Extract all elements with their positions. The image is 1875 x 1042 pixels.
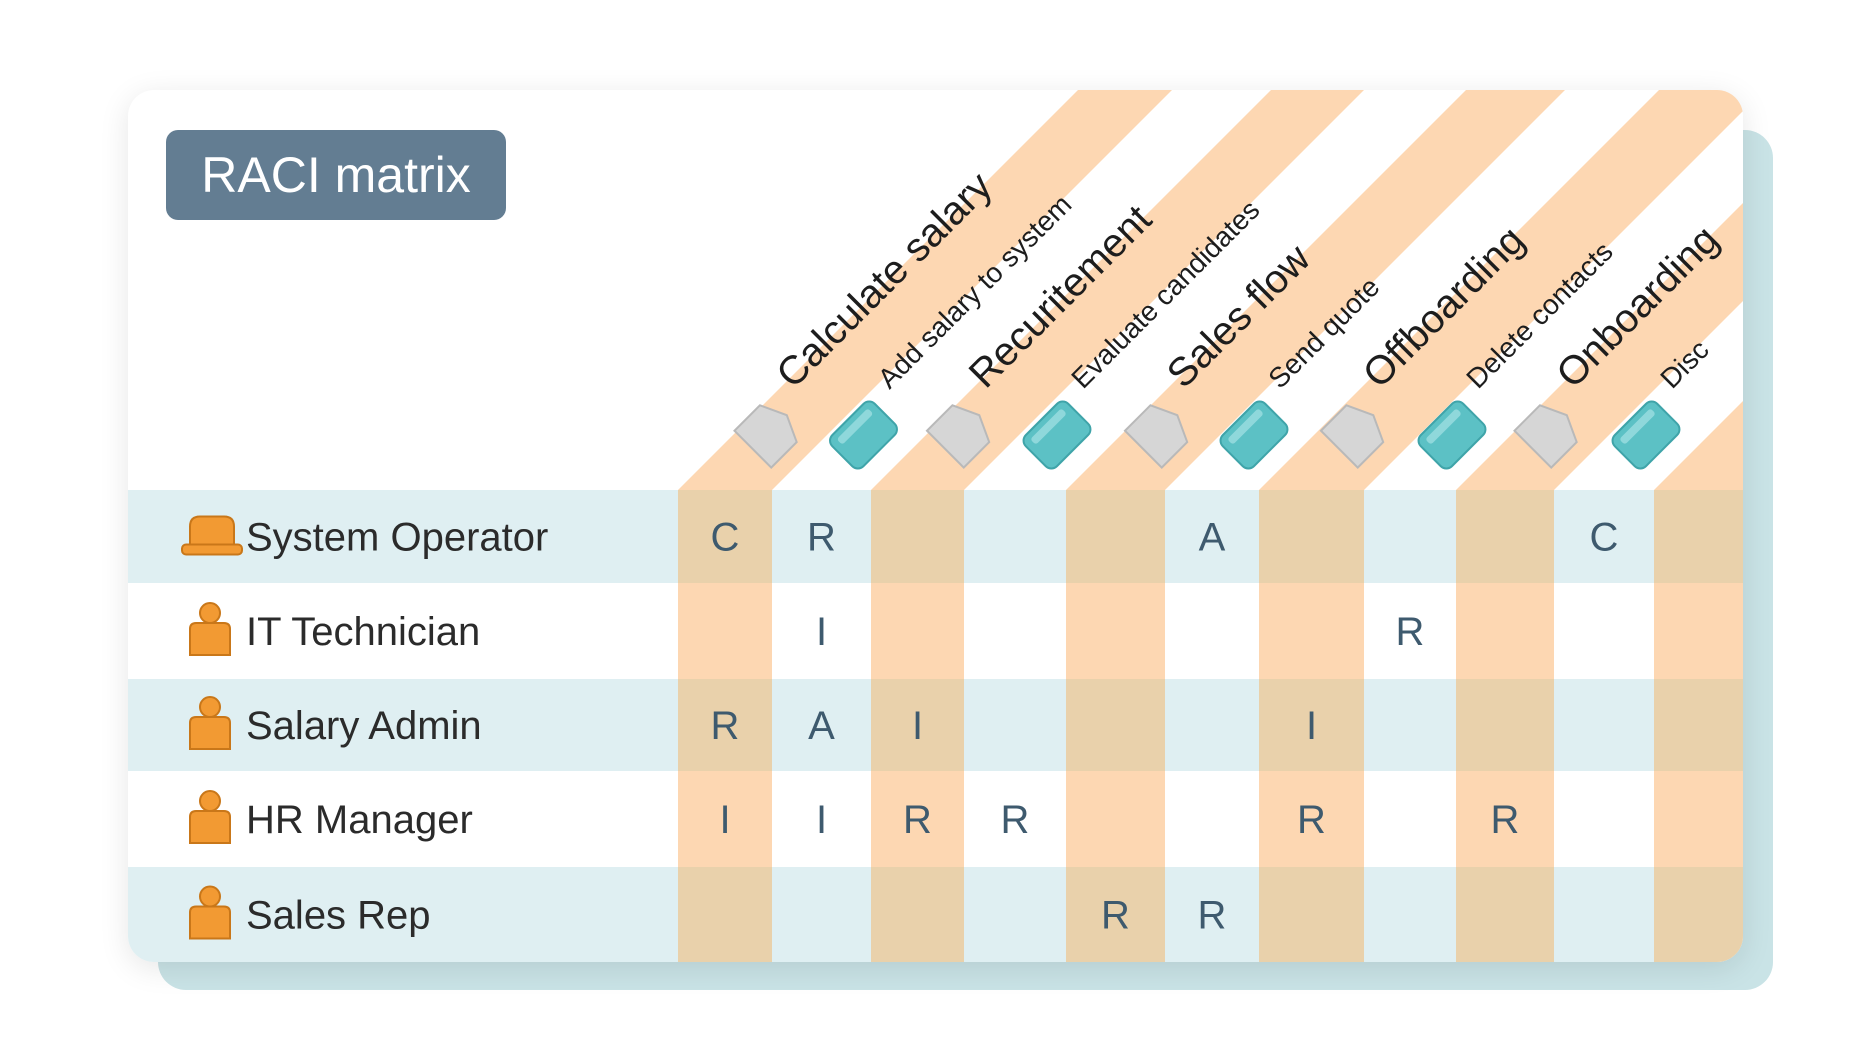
row-label: HR Manager	[246, 798, 473, 842]
teal-tag-icon	[1219, 400, 1289, 470]
row-label: System Operator	[246, 516, 548, 560]
row-stripe-intersection	[1259, 867, 1364, 962]
system-icon-base	[181, 543, 243, 556]
row-stripe-intersection	[678, 867, 772, 962]
gray-tag-icon	[1123, 404, 1189, 469]
person-icon	[199, 885, 221, 908]
row-stripe-intersection	[871, 490, 964, 583]
raci-cell-value: I	[912, 704, 923, 748]
row-stripe-intersection	[1456, 679, 1554, 771]
raci-cell-value: A	[1199, 516, 1226, 560]
gray-tag-icon	[1513, 404, 1578, 469]
row-stripe-intersection	[871, 679, 964, 771]
person-icon	[199, 790, 221, 812]
row-stripe-intersection	[1456, 490, 1554, 583]
page-title: RACI matrix	[166, 130, 506, 220]
column-stripe-header	[1066, 90, 1565, 490]
row-stripe-intersection	[1259, 679, 1364, 771]
row-stripe-intersection	[1066, 679, 1165, 771]
row-stripe-intersection	[1456, 867, 1554, 962]
person-icon-body	[189, 716, 231, 750]
teal-tag-icon	[829, 400, 898, 470]
raci-cell-value: R	[711, 704, 740, 748]
row-label: Sales Rep	[246, 894, 431, 938]
row-stripe-intersection	[1259, 490, 1364, 583]
gray-tag-icon	[1319, 404, 1385, 469]
row-label: Salary Admin	[246, 704, 482, 748]
raci-cell-value: R	[1297, 798, 1326, 842]
column-stripe-header	[1259, 90, 1743, 490]
raci-cell-value: C	[1590, 516, 1619, 560]
system-icon	[189, 515, 235, 546]
person-icon	[199, 696, 221, 718]
raci-cell-value: R	[1396, 610, 1425, 654]
row-stripe-intersection	[678, 679, 772, 771]
teal-tag-icon	[1611, 400, 1681, 470]
column-stripe-header	[1654, 401, 1743, 490]
raci-cell-value: I	[719, 798, 730, 842]
gray-tag-icon	[733, 404, 798, 469]
raci-cell-value: R	[1001, 798, 1030, 842]
raci-cell-value: R	[1101, 894, 1130, 938]
row-stripe-intersection	[1066, 490, 1165, 583]
teal-tag-icon	[1022, 400, 1092, 470]
row-stripe-intersection	[678, 490, 772, 583]
gray-tag-icon	[925, 404, 991, 469]
column-stripe-header	[871, 90, 1364, 490]
row-stripe-intersection	[1654, 679, 1743, 771]
person-icon-body	[189, 810, 231, 844]
row-stripe-intersection	[1654, 490, 1743, 583]
column-stripe-header	[678, 90, 1172, 490]
raci-cell-value: R	[1491, 798, 1520, 842]
row-stripe-intersection	[871, 867, 964, 962]
raci-cell-value: A	[808, 704, 835, 748]
row-stripe-intersection	[1066, 867, 1165, 962]
person-icon-body	[189, 905, 231, 940]
raci-cell-value: I	[1306, 704, 1317, 748]
raci-cell-value: R	[807, 516, 836, 560]
person-icon-body	[189, 622, 231, 656]
row-stripe-intersection	[1654, 867, 1743, 962]
raci-cell-value: C	[711, 516, 740, 560]
raci-cell-value: R	[1198, 894, 1227, 938]
row-label: IT Technician	[246, 610, 480, 654]
raci-cell-value: R	[903, 798, 932, 842]
person-icon	[199, 602, 221, 624]
raci-cell-value: I	[816, 798, 827, 842]
raci-cell-value: I	[816, 610, 827, 654]
teal-tag-icon	[1417, 400, 1487, 470]
